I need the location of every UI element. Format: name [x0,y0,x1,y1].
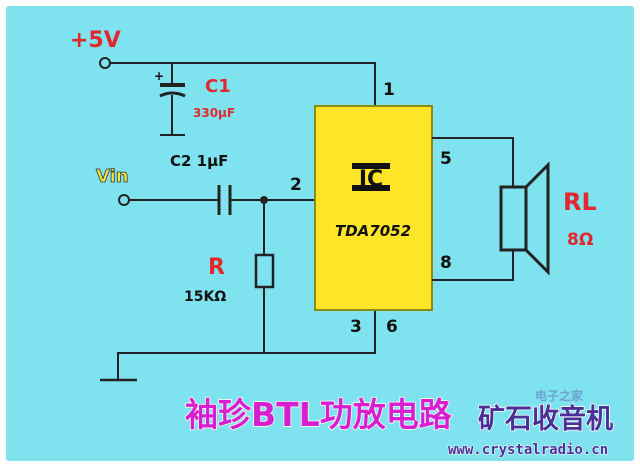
ic-logo-bar-top [352,163,390,169]
watermark-url: www.crystalradio.cn [448,442,608,458]
pin-6-label: 6 [386,317,398,337]
resistor-body [254,253,275,289]
speaker-magnet [499,185,528,252]
resistor-r [254,200,275,353]
watermark-small: 电子之家 [535,388,584,403]
watermark-brand: 矿石收音机 [478,403,613,435]
ic-logo-bar-bottom [352,185,390,191]
pin-8-label: 8 [440,253,452,273]
load-name: RL [563,188,597,216]
c1-name: C1 [205,76,231,97]
capacitor-c1: + [154,69,186,136]
input-terminal [118,194,130,206]
c2-label: C2 1μF [170,152,228,170]
resistor-value: 15KΩ [184,289,226,305]
supply-rail [99,57,376,106]
speaker-cone [524,161,550,276]
input-label: Vin [96,166,129,187]
ic-tda7052: IC TDA7052 [314,105,433,311]
c1-value: 330μF [193,106,235,120]
supply-terminal [99,57,111,69]
load-value: 8Ω [567,230,593,250]
resistor-name: R [208,255,225,280]
supply-label: +5V [70,28,121,53]
plus-sign: + [154,69,164,83]
diagram-title: 袖珍BTL功放电路 [185,395,453,434]
speaker-rl [432,137,550,281]
input-path [118,185,315,215]
ic-body [314,105,433,311]
ic-part-number: TDA7052 [335,222,411,240]
pin-5-label: 5 [440,149,452,169]
ic-logo: IC [359,167,383,192]
pin-3-label: 3 [350,317,362,337]
ground-rail [100,310,376,382]
pin-2-label: 2 [290,175,302,195]
pin-1-label: 1 [383,80,395,100]
